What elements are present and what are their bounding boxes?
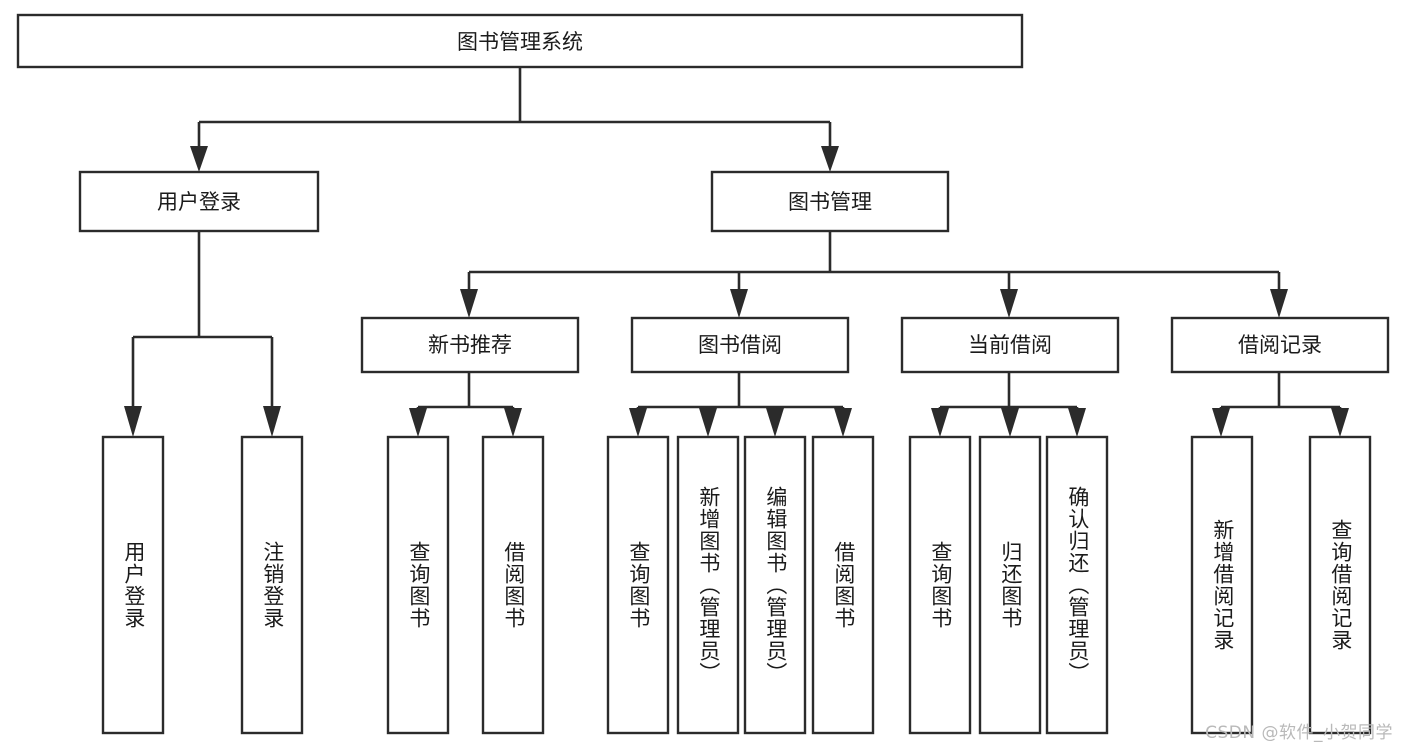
arrow-head-leaf-logout [263,406,281,437]
connector-layer [124,67,1349,437]
node-user-login-label: 用户登录 [157,190,241,214]
arrow-head-leaf-confirm-return [1068,408,1086,437]
node-layer: 图书管理系统 用户登录 图书管理 新书推荐 图书借阅 当前借阅 借阅记录 [16,13,1390,735]
node-borrow-record-label: 借阅记录 [1238,333,1322,357]
arrow-head-leaf-query-record [1331,408,1349,437]
node-leaf-user-login[interactable] [101,435,165,735]
arrow-head-leaf-user-login [124,406,142,437]
node-user-login[interactable] [78,170,320,233]
node-leaf-query-book-1[interactable] [386,435,450,735]
node-new-book-recommend[interactable] [360,316,580,374]
node-leaf-edit-book-admin[interactable] [743,435,807,735]
arrow-head-book-borrow [730,289,748,318]
arrow-head-leaf-borrow-book-2 [834,408,852,437]
node-leaf-add-borrow-record[interactable] [1190,435,1254,735]
arrow-head-leaf-query-book-3 [931,408,949,437]
arrow-head-book-manage [821,146,839,172]
node-leaf-add-book-admin[interactable] [676,435,740,735]
arrow-head-leaf-return-book [1001,408,1019,437]
node-book-borrow[interactable] [630,316,850,374]
node-leaf-query-book-3[interactable] [908,435,972,735]
node-root-label: 图书管理系统 [457,30,583,54]
arrow-head-leaf-borrow-book-1 [504,408,522,437]
arrow-head-leaf-add-book [699,408,717,437]
node-leaf-query-borrow-record[interactable] [1308,435,1372,735]
arrow-head-current-borrow [1000,289,1018,318]
arrow-head-borrow-record [1270,289,1288,318]
node-leaf-logout[interactable] [240,435,304,735]
node-leaf-confirm-return-admin[interactable] [1045,435,1109,735]
arrow-head-leaf-edit-book [766,408,784,437]
node-current-borrow[interactable] [900,316,1120,374]
arrow-head-new-book-rec [460,289,478,318]
node-borrow-record[interactable] [1170,316,1390,374]
node-leaf-return-book[interactable] [978,435,1042,735]
csdn-watermark: CSDN @软件_小贺同学 [1205,723,1393,743]
node-book-borrow-label: 图书借阅 [698,333,782,357]
node-new-book-recommend-label: 新书推荐 [428,333,512,357]
node-book-management[interactable] [710,170,950,233]
node-root-book-management-system[interactable] [16,13,1024,69]
arrow-head-leaf-query-book-2 [629,408,647,437]
arrow-head-leaf-query-book-1 [409,408,427,437]
node-leaf-query-book-2[interactable] [606,435,670,735]
node-leaf-borrow-book-2[interactable] [811,435,875,735]
node-leaf-borrow-book-1[interactable] [481,435,545,735]
node-current-borrow-label: 当前借阅 [968,333,1052,357]
arrow-head-leaf-add-record [1212,408,1230,437]
node-book-management-label: 图书管理 [788,190,872,214]
arrow-head-user-login [190,146,208,172]
